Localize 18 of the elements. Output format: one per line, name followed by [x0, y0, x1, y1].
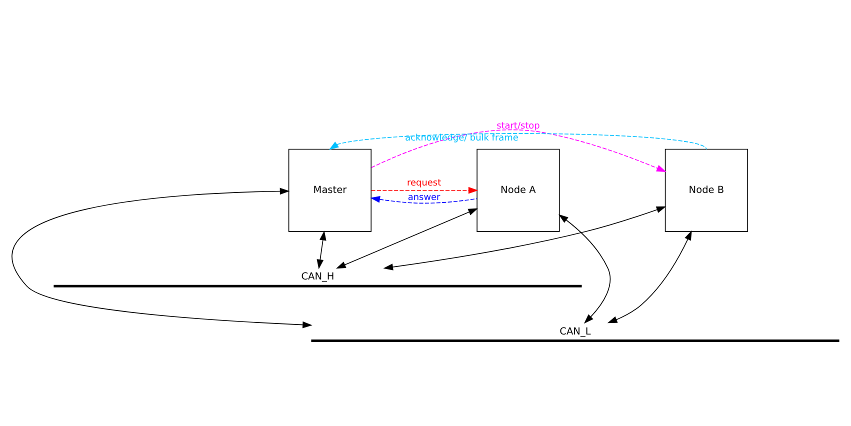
arrow [558, 214, 611, 324]
node-box: Node A [476, 148, 560, 232]
arrow [328, 133, 707, 150]
arrow [383, 206, 666, 270]
arrow [370, 196, 478, 204]
node-text: CAN_H [301, 272, 334, 283]
node-text: CAN_L [560, 326, 591, 338]
arrow [370, 186, 478, 194]
arrow [607, 230, 692, 324]
node-box: Master [288, 148, 372, 232]
node-box: Node B [664, 148, 748, 232]
edge-label: request [407, 178, 442, 188]
edge-label: start/stop [496, 122, 540, 132]
arrow [370, 129, 666, 172]
edge-label: answer [408, 193, 440, 203]
arrow [316, 230, 326, 270]
arrow [336, 208, 478, 269]
arrow [12, 188, 312, 328]
